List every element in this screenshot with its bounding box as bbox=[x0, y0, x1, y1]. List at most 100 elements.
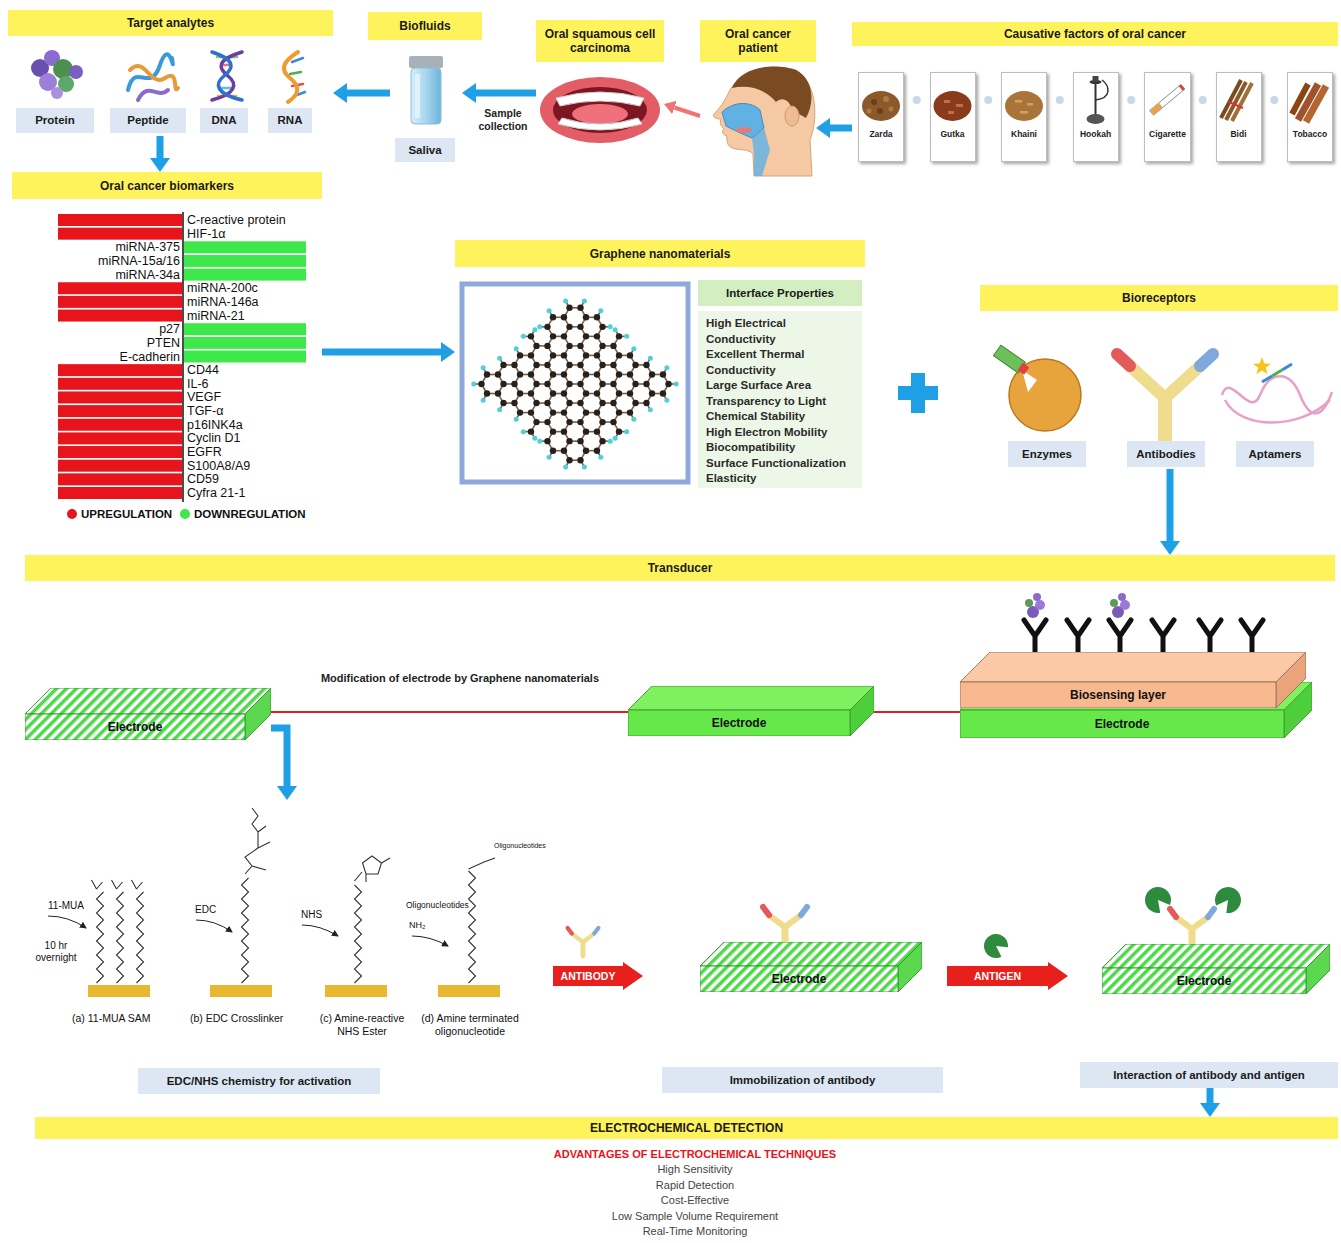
chemistry-drawing bbox=[302, 925, 338, 936]
aptamer-icon bbox=[1272, 370, 1282, 376]
hydrogen-atom bbox=[598, 308, 603, 313]
carbon-atom bbox=[594, 352, 600, 358]
biomarker-name: C-reactive protein bbox=[187, 213, 319, 227]
node-text: Interface Properties bbox=[726, 287, 834, 299]
carbon-atom bbox=[495, 371, 501, 377]
node-text: Hookah bbox=[1080, 129, 1111, 139]
rna-icon bbox=[292, 58, 303, 62]
carbon-atom bbox=[550, 352, 556, 358]
hydrogen-atom bbox=[648, 407, 653, 412]
card-pictures bbox=[1015, 100, 1022, 103]
card-pictures bbox=[1292, 84, 1308, 114]
section-banner: Biofluids bbox=[368, 12, 482, 40]
carbon-atom bbox=[643, 362, 649, 368]
plus-symbol bbox=[898, 373, 938, 413]
mouth-illustration bbox=[553, 87, 647, 133]
carbon-atom bbox=[599, 324, 605, 330]
electrode-slab: Electrode bbox=[700, 942, 922, 992]
carbon-atom bbox=[616, 371, 622, 377]
analyte-label: DNA bbox=[200, 108, 248, 133]
bioreceptor-label: Enzymes bbox=[1008, 441, 1086, 467]
node-text: Gutka bbox=[940, 129, 964, 139]
carbon-atom bbox=[517, 409, 523, 415]
node-text: Electrode bbox=[25, 714, 245, 740]
carbon-atom bbox=[616, 409, 622, 415]
biofluid-panel: Saliva bbox=[390, 50, 462, 162]
advantage-text: High Sensitivity bbox=[495, 1163, 895, 1176]
slab-face bbox=[1102, 944, 1330, 968]
card-pictures bbox=[1096, 80, 1109, 100]
section-panel: Causative factors of oral cancerZardaGut… bbox=[852, 22, 1338, 164]
card-pictures bbox=[1270, 96, 1278, 104]
analyte-label: Peptide bbox=[110, 108, 186, 133]
biomarker-name: EGFR bbox=[187, 445, 319, 459]
node-text: Electrode bbox=[700, 966, 898, 992]
card-pictures bbox=[1127, 96, 1135, 104]
card-pictures bbox=[1306, 86, 1326, 122]
biomarker-name: IL-6 bbox=[187, 377, 319, 391]
carbon-atom bbox=[643, 400, 649, 406]
hydrogen-atom bbox=[563, 299, 568, 304]
chemistry-label: (b) EDC Crosslinker bbox=[190, 1012, 310, 1025]
carbon-atom bbox=[632, 400, 638, 406]
chart-axis bbox=[182, 212, 184, 502]
carbon-atom bbox=[616, 352, 622, 358]
card-pictures bbox=[1150, 84, 1185, 115]
hydrogen-atom bbox=[497, 356, 502, 361]
carbon-atom bbox=[583, 314, 589, 320]
chemistry-drawing bbox=[117, 892, 124, 983]
node-text: Saliva bbox=[395, 138, 455, 162]
carbon-atom bbox=[632, 362, 638, 368]
carbon-atom bbox=[610, 419, 616, 425]
legend-text: DOWNREGULATION bbox=[194, 508, 306, 520]
carbon-atom bbox=[544, 419, 550, 425]
biomarker-chart bbox=[58, 212, 306, 502]
node-text: Bioreceptors bbox=[980, 285, 1338, 311]
carbon-atom bbox=[544, 343, 550, 349]
carbon-atom bbox=[495, 390, 501, 396]
carbon-atom bbox=[561, 371, 567, 377]
flow-connector bbox=[322, 349, 441, 356]
biomarker-bar bbox=[58, 487, 182, 499]
carbon-atom bbox=[577, 457, 583, 463]
bound-antigens bbox=[1118, 593, 1126, 601]
carbon-atom bbox=[533, 381, 539, 387]
advantage-text: ADVANTAGES OF ELECTROCHEMICAL TECHNIQUES bbox=[445, 1148, 945, 1161]
carbon-atom bbox=[594, 371, 600, 377]
property-list: High Electrical ConductivityExcellent Th… bbox=[698, 311, 862, 488]
legend-swatch bbox=[67, 509, 77, 519]
hydrogen-atom bbox=[624, 429, 629, 434]
antibody-antigen-icons bbox=[763, 907, 769, 915]
step-arrow: ANTIBODY bbox=[553, 962, 643, 990]
patient-head bbox=[785, 106, 799, 126]
carbon-atom bbox=[627, 371, 633, 377]
biomarker-bar bbox=[58, 432, 182, 444]
carbon-atom bbox=[528, 352, 534, 358]
slab-face bbox=[628, 710, 850, 736]
peptide-icon bbox=[130, 66, 178, 89]
flow-connector bbox=[476, 90, 536, 97]
card-pictures bbox=[1027, 103, 1033, 106]
node-text: Biosensing layer bbox=[960, 682, 1276, 708]
card-pictures bbox=[1056, 96, 1064, 104]
chemistry-label: (c) Amine-reactive NHS Ester bbox=[312, 1012, 412, 1037]
advantage-text: Real-Time Monitoring bbox=[495, 1225, 895, 1238]
carbon-atom bbox=[528, 409, 534, 415]
carbon-atom bbox=[544, 438, 550, 444]
carbon-atom bbox=[583, 371, 589, 377]
biomarker-bar bbox=[58, 405, 182, 417]
carbon-atom bbox=[550, 371, 556, 377]
chemistry-label: 11-MUA bbox=[48, 900, 98, 912]
hydrogen-atom bbox=[537, 324, 542, 329]
card-pictures bbox=[1005, 91, 1043, 121]
hydrogen-atom bbox=[613, 327, 618, 332]
peptide-icon bbox=[138, 90, 168, 100]
node-text: Enzymes bbox=[1022, 448, 1072, 461]
carbon-atom bbox=[649, 390, 655, 396]
biomarker-bar bbox=[184, 269, 306, 281]
aptamer-icon bbox=[1225, 400, 1330, 423]
biomarker-bar bbox=[184, 241, 306, 253]
slab-face bbox=[960, 682, 1276, 708]
carbon-atom bbox=[511, 362, 517, 368]
